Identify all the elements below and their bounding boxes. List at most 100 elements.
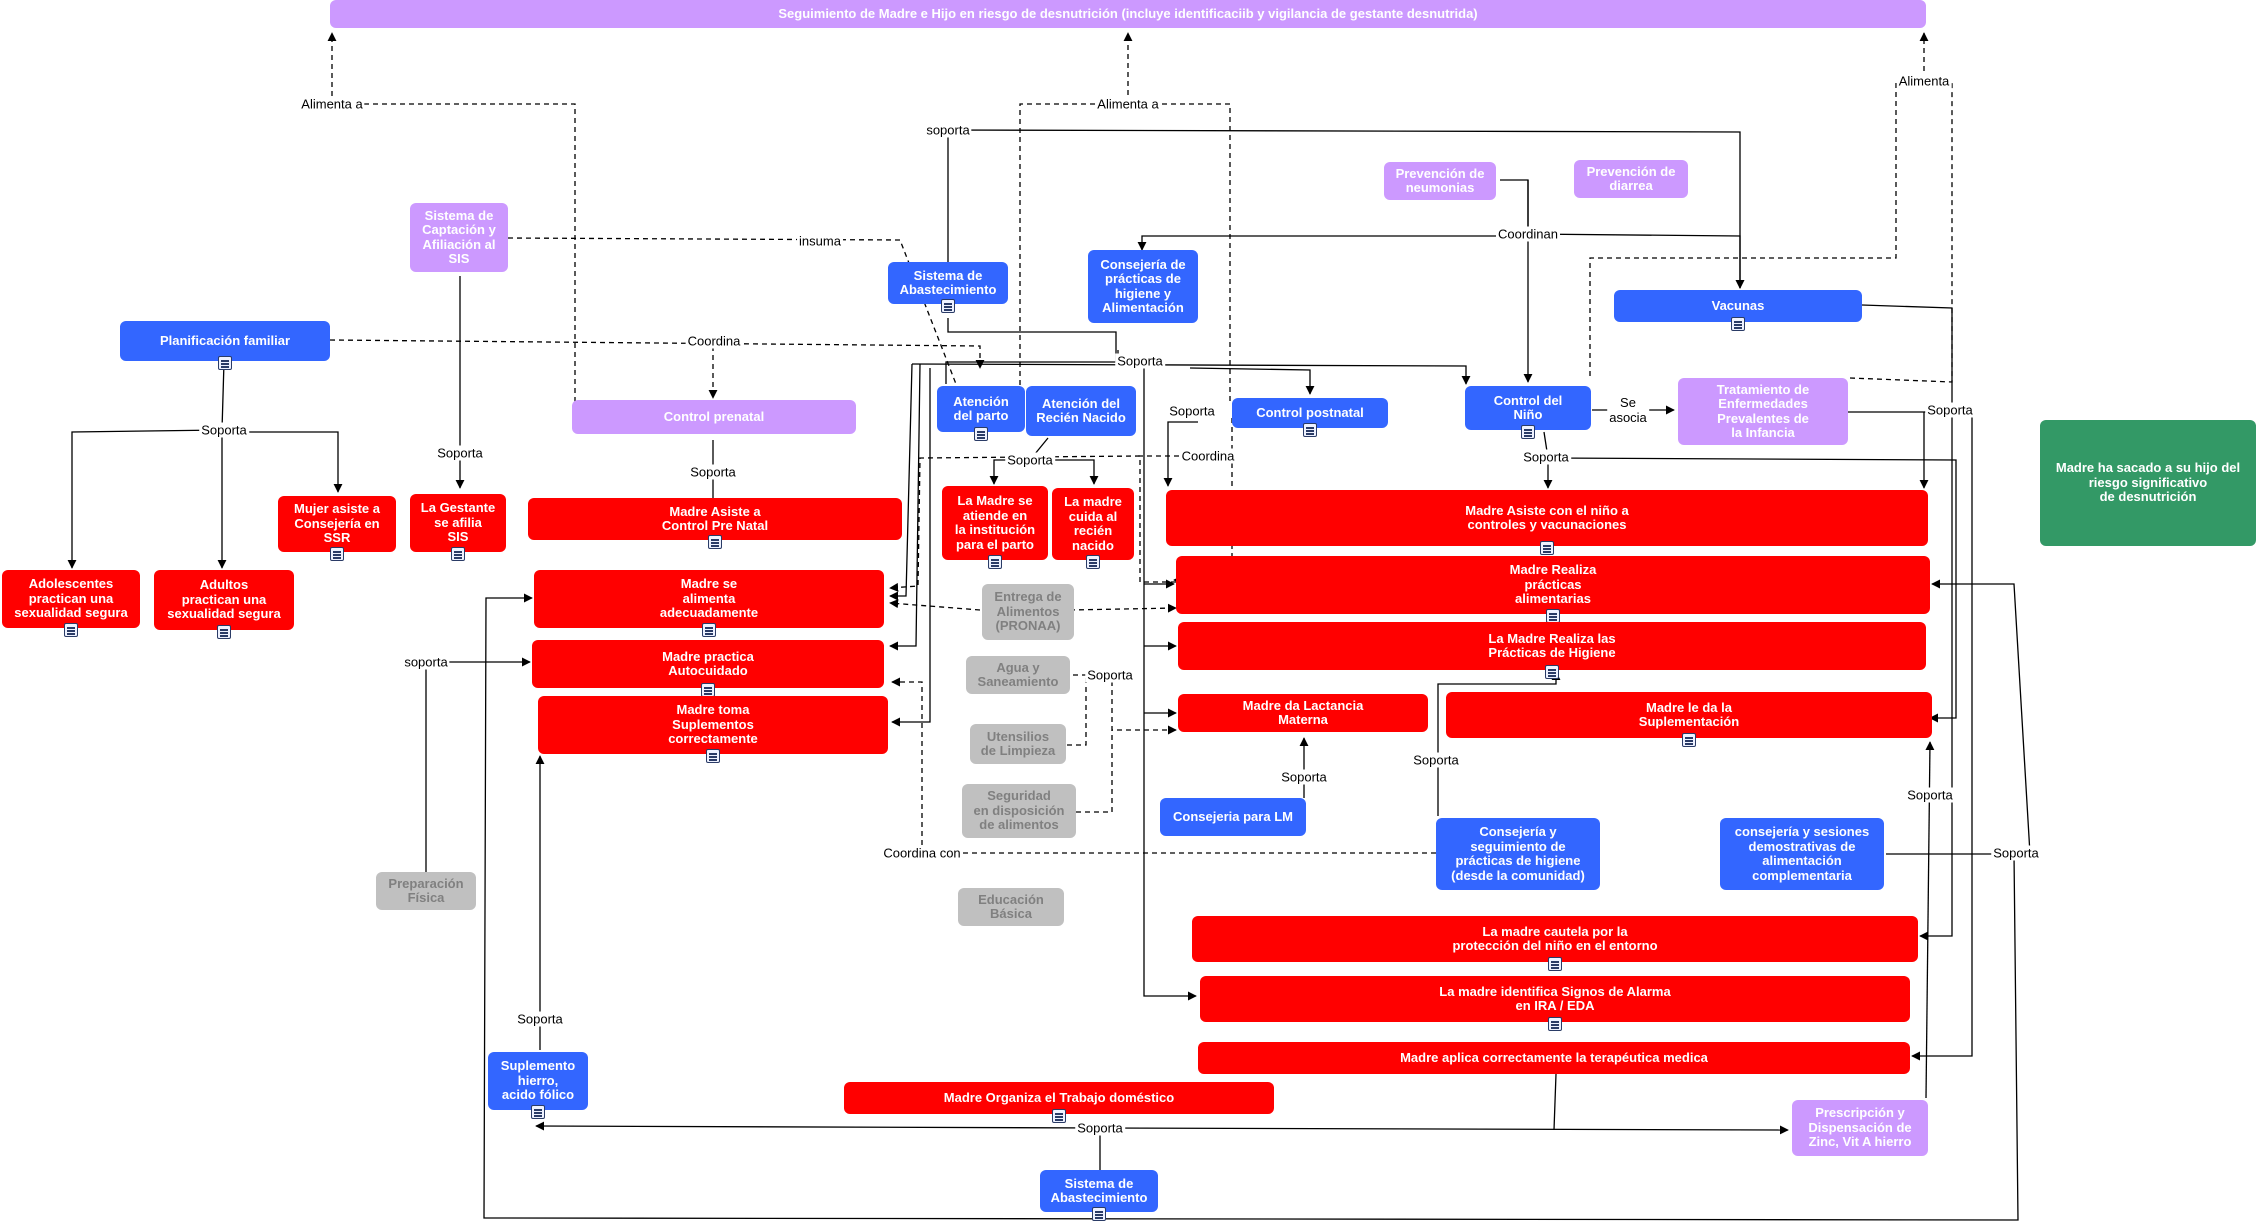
node-adultos[interactable]: Adultos practican una sexualidad segura [154,570,294,639]
connector-seguridad [1076,730,1113,813]
attachment-icon [701,683,715,697]
attachment-icon [451,547,465,561]
node-planificacion-familiar[interactable]: Planificación familiar [120,321,330,370]
connector-planif-mujer [222,431,343,493]
node-madre-practicas-higiene[interactable]: La Madre Realiza las Prácticas de Higien… [1178,622,1926,679]
node-madre-trabajo-domestico[interactable]: Madre Organiza el Trabajo doméstico [844,1082,1274,1123]
node-madre-terapeutica[interactable]: Madre aplica correctamente la terapéutic… [1198,1042,1910,1074]
attachment-icon [1540,541,1554,555]
node-madre-alimenta[interactable]: Madre se alimenta adecuadamente [534,570,884,637]
connector-nino-down [1543,431,1957,723]
connector-soporta-top [947,129,1745,289]
attachment-icon [64,623,78,637]
connector-utensilios [1067,675,1087,746]
attachment-icon [708,535,722,549]
attachment-icon [1521,425,1535,439]
node-madre-cautela[interactable]: La madre cautela por la protección del n… [1192,916,1918,971]
node-madre-cuida-recien-nacido[interactable]: La madre cuida al recién nacido [1052,488,1134,569]
node-preparacion-fisica[interactable]: Preparación Física [376,872,476,910]
node-control-prenatal[interactable]: Control prenatal [572,400,856,434]
node-madre-sacado-riesgo[interactable]: Madre ha sacado a su hijo del riesgo sig… [2040,420,2256,546]
node-sis-captacion[interactable]: Sistema de Captación y Afiliación al SIS [410,203,508,272]
title-banner[interactable]: Seguimiento de Madre e Hijo en riesgo de… [330,0,1926,28]
attachment-icon [974,427,988,441]
attachment-icon [706,749,720,763]
label-soporta-left: soporta [402,654,450,670]
connector-loop-bottom [483,593,2019,1221]
label-soporta-agua: Soporta [1085,667,1135,683]
connector-alimenta-left [327,32,576,402]
connector-center-horiz [911,363,1471,385]
node-madre-lactancia[interactable]: Madre da Lactancia Materna [1178,694,1428,732]
label-coordina-con: Coordina con [881,845,963,861]
node-madre-signos-alarma[interactable]: La madre identifica Signos de Alarma en … [1200,976,1910,1031]
node-control-nino[interactable]: Control del Niño [1465,386,1591,439]
node-prevencion-diarrea[interactable]: Prevención de diarrea [1574,160,1688,198]
label-soporta-prenatal: Soporta [688,464,738,480]
node-madre-practicas-alimentarias[interactable]: Madre Realiza prácticas alimentarias [1176,556,1930,623]
label-soporta-nino: Soporta [1521,449,1571,465]
label-soporta-demostrativas: Soporta [1991,845,2041,861]
node-consejeria-lm[interactable]: Consejeria para LM [1160,798,1306,836]
node-agua-saneamiento[interactable]: Agua y Saneamiento [966,656,1070,694]
label-soporta-hierro: Soporta [515,1011,565,1027]
connector-vacunas-right [1861,304,1953,941]
connector-aiepi-right [1848,411,1929,489]
node-entrega-alimentos[interactable]: Entrega de Alimentos (PRONAA) [982,584,1074,640]
node-vacunas[interactable]: Vacunas [1614,290,1862,331]
connector-left-soporta [425,657,531,872]
attachment-icon [1546,609,1560,623]
attachment-icon [1731,317,1745,331]
node-sistema-abastecimiento-top[interactable]: Sistema de Abastecimiento [888,262,1008,313]
attachment-icon [1086,555,1100,569]
node-consejeria-higiene-alimentacion[interactable]: Consejería de prácticas de higiene y Ali… [1088,250,1198,323]
node-adolescentes[interactable]: Adolescentes practican una sexualidad se… [2,570,140,637]
label-soporta-higiene-comunidad: Soporta [1411,752,1461,768]
label-coordina-postnatal: Coordina [1179,448,1237,464]
node-madre-autocuidado[interactable]: Madre practica Autocuidado [532,640,884,697]
connector-coordina-con [891,677,1436,854]
connector-coordinan-left [1137,235,1528,251]
attachment-icon [330,547,344,561]
node-prescripcion-zinc[interactable]: Prescripción y Dispensación de Zinc, Vit… [1792,1100,1928,1156]
node-madre-suplementos[interactable]: Madre toma Suplementos correctamente [538,696,888,763]
node-seguridad-alimentos[interactable]: Seguridad en disposición de alimentos [962,784,1076,838]
connector-demost-right [1886,579,2031,855]
label-coordinan: Coordinan [1496,226,1560,242]
node-madre-suplementacion[interactable]: Madre le da la Suplementación [1446,692,1932,747]
attachment-icon [702,623,716,637]
connector-alimenta-right-2 [1849,79,1953,383]
attachment-icon [1303,423,1317,437]
attachment-icon [531,1105,545,1119]
node-control-postnatal[interactable]: Control postnatal [1232,398,1388,437]
node-prevencion-neumonias[interactable]: Prevención de neumonias [1384,162,1496,200]
connector-postnatal-left [1163,421,1198,487]
connector-alimenta-center [1019,103,1231,412]
label-coordina-planif: Coordina [685,333,743,349]
node-atencion-recien-nacido[interactable]: Atención del Recién Nacido [1026,386,1136,436]
connector-planif-down [67,361,225,569]
node-gestante-sis[interactable]: La Gestante se afilia SIS [410,494,506,561]
node-madre-institucion-parto[interactable]: La Madre se atiende en la institución pa… [942,486,1048,569]
node-consejeria-comunidad[interactable]: Consejería y seguimiento de prácticas de… [1436,818,1600,890]
label-alimenta-a-left: Alimenta a [299,96,365,112]
node-madre-controles-vacunaciones[interactable]: Madre Asiste con el niño a controles y v… [1166,490,1928,555]
node-utensilios-limpieza[interactable]: Utensilios de Limpieza [970,724,1066,764]
node-consejeria-demostrativas[interactable]: consejería y sesiones demostrativas de a… [1720,818,1884,890]
node-atencion-parto[interactable]: Atención del parto [937,386,1025,441]
node-suplemento-hierro[interactable]: Suplemento hierro, acido fólico [488,1052,588,1119]
label-soporta-sis: Soporta [435,445,485,461]
connector-entrega-right [1069,603,1177,613]
connector-central-trunk [1143,368,1197,1001]
connector-entrega-left [889,599,981,611]
connector-center-soporta [945,350,1119,384]
node-educacion-basica[interactable]: Educación Básica [958,888,1064,926]
attachment-icon [217,625,231,639]
node-mujer-consejeria[interactable]: Mujer asiste a Consejería en SSR [278,496,396,561]
node-madre-control-prenatal[interactable]: Madre Asiste a Control Pre Natal [528,498,902,549]
node-sistema-abastecimiento-bottom[interactable]: Sistema de Abastecimiento [1040,1170,1158,1221]
attachment-icon [1548,1017,1562,1031]
label-se-asocia: Se asocia [1607,395,1649,425]
node-tratamiento-aiepi[interactable]: Tratamiento de Enfermedades Prevalentes … [1678,378,1848,445]
connector-bottom-soporta [535,1121,1101,1170]
